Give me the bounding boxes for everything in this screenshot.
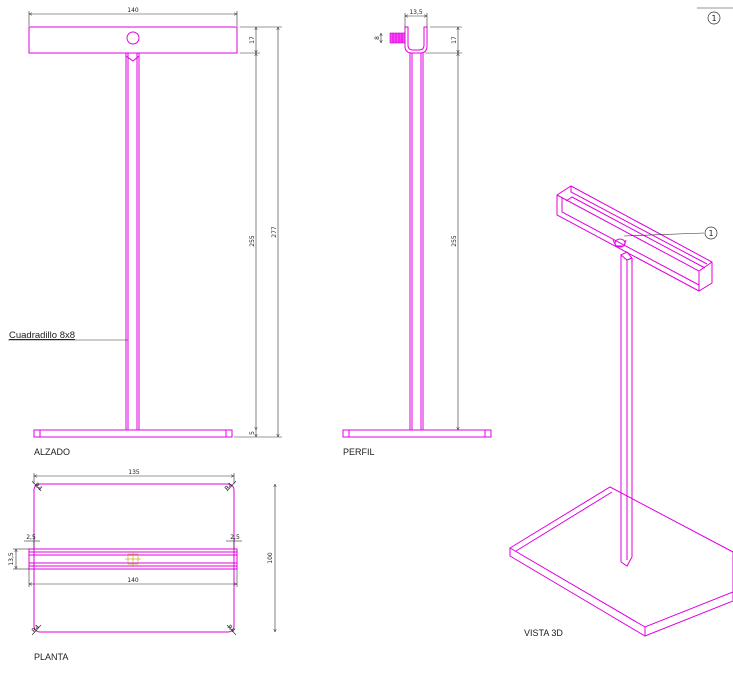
sheet-balloon-number: 1 [711, 14, 716, 23]
dim-alzado-post: 255 [249, 235, 256, 247]
dim-planta-radius-tl: R4 [33, 482, 44, 493]
dim-planta-top-width: 140 [127, 577, 139, 584]
alzado-view: 140 17 255 277 5 Cuadradillo 8x8 ALZADO [8, 7, 282, 457]
alzado-knob-hole [126, 31, 140, 45]
dim-perfil-post: 255 [451, 235, 458, 247]
planta-top-bar [28, 548, 238, 570]
view-label-alzado: ALZADO [34, 447, 70, 457]
alzado-top-bar [28, 26, 238, 54]
iso-base-top [509, 486, 733, 628]
dim-planta-offset-right: 2,5 [230, 534, 240, 541]
dim-alzado-top: 17 [249, 36, 256, 44]
view-label-perfil: PERFIL [343, 447, 375, 457]
dim-alzado-base: 5 [249, 431, 256, 435]
dim-planta-radius-tr: R4 [224, 482, 235, 493]
profile-note: Cuadradillo 8x8 [9, 330, 75, 341]
planta-base [33, 483, 235, 633]
dim-perfil-width: 13,5 [409, 9, 423, 16]
perfil-view: 13,5 8 17 255 PERFIL [342, 9, 492, 457]
iso-balloon-number: 1 [708, 229, 713, 238]
vista3d-view: 1 VISTA 3D [509, 185, 733, 638]
view-label-planta: PLANTA [34, 652, 68, 662]
view-label-vista3d: VISTA 3D [524, 628, 563, 638]
dim-alzado-width: 140 [127, 7, 139, 14]
dim-perfil-knob: 8 [374, 36, 381, 40]
dim-alzado-total: 277 [271, 226, 278, 238]
planta-view: 135 140 2,5 2,5 13,5 100 R4 R4 R4 R4 PLA… [8, 469, 275, 662]
dim-planta-radius-br: R4 [226, 624, 237, 635]
alzado-base [33, 429, 233, 438]
dim-perfil-top: 17 [451, 36, 458, 44]
perfil-base [342, 429, 492, 438]
sheet-balloon: 1 [697, 7, 733, 25]
perfil-knob [389, 32, 406, 44]
dim-planta-base-width: 135 [128, 469, 140, 476]
dim-planta-top-depth: 13,5 [8, 552, 15, 566]
dim-planta-radius-bl: R4 [31, 624, 42, 635]
dim-planta-base-depth: 100 [267, 552, 274, 564]
dim-planta-offset-left: 2,5 [26, 534, 36, 541]
